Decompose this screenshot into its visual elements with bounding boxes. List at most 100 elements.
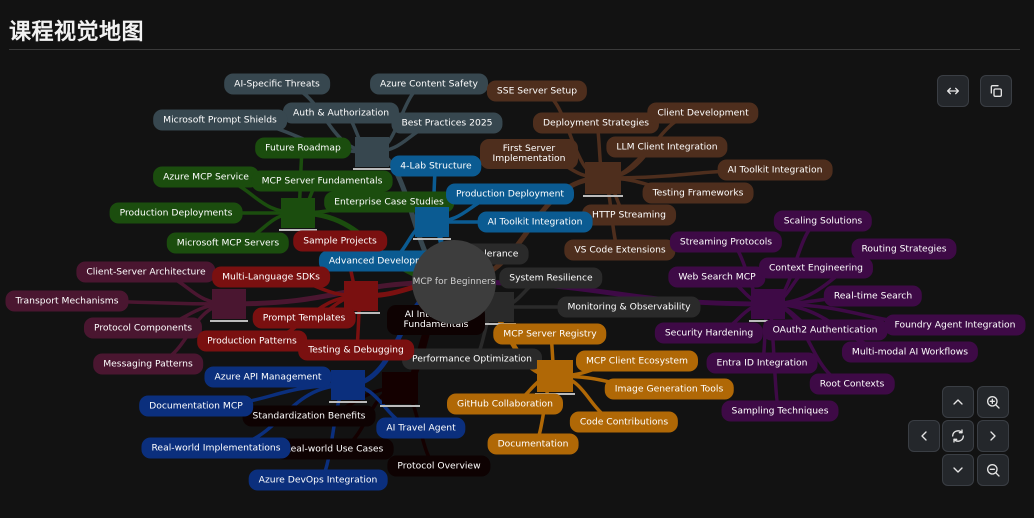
branch-hub-underline — [329, 401, 367, 403]
mind-map-node[interactable]: Multi-modal AI Workflows — [841, 341, 979, 363]
pan-right-button[interactable] — [977, 420, 1009, 452]
branch-hub-case-studies-navy[interactable] — [331, 370, 365, 400]
mind-map-node[interactable]: Web Search MCP — [668, 266, 766, 288]
chevron-up-icon — [953, 399, 963, 405]
mind-map-node[interactable]: Routing Strategies — [851, 238, 957, 260]
page-title: 课程视觉地图 — [9, 20, 145, 45]
mind-map-node[interactable]: Context Engineering — [758, 257, 874, 279]
expand-icon — [947, 87, 959, 95]
pan-up-button[interactable] — [942, 386, 974, 418]
expand-button[interactable] — [937, 75, 969, 107]
mind-map-node[interactable]: Entra ID Integration — [706, 352, 818, 374]
mind-map-node[interactable]: Testing & Debugging — [298, 339, 414, 361]
mind-map-node[interactable]: Production Patterns — [197, 330, 307, 352]
mind-map-node[interactable]: System Resilience — [499, 267, 603, 289]
mind-map-node[interactable]: AI Toolkit Integration — [717, 159, 833, 181]
copy-icon — [990, 85, 1002, 97]
mind-map-node[interactable]: VS Code Extensions — [564, 239, 676, 261]
title-divider — [9, 49, 1020, 50]
branch-hub-underline — [413, 238, 451, 240]
mind-map-node[interactable]: Image Generation Tools — [604, 378, 734, 400]
mind-map-node[interactable]: 4-Lab Structure — [390, 155, 482, 177]
mind-map-node[interactable]: LLM Client Integration — [606, 136, 728, 158]
mind-map-node[interactable]: Prompt Templates — [252, 307, 356, 329]
zoom-out-icon — [987, 464, 1000, 477]
zoom-in-icon — [987, 396, 1000, 409]
mind-map-node[interactable]: AI Toolkit Integration — [477, 211, 593, 233]
mind-map-node[interactable]: SSE Server Setup — [486, 80, 588, 102]
branch-hub-core-concepts[interactable] — [212, 289, 246, 319]
mind-map-node[interactable]: Protocol Components — [83, 317, 203, 339]
copy-button[interactable] — [980, 75, 1012, 107]
reset-icon — [952, 429, 964, 443]
branch-hub-underline — [342, 312, 380, 314]
mind-map-node[interactable]: Future Roadmap — [255, 137, 351, 159]
branch-hub-underline — [210, 320, 248, 322]
mind-map-node[interactable]: Documentation MCP — [139, 395, 253, 417]
mind-map-node[interactable]: OAuth2 Authentication — [762, 319, 888, 341]
mind-map-node[interactable]: MCP Client Ecosystem — [575, 350, 699, 372]
branch-hub-underline — [380, 405, 420, 407]
mind-map-node[interactable]: Streaming Protocols — [669, 231, 783, 253]
mind-map-node[interactable]: Auth & Authorization — [282, 102, 400, 124]
zoom-out-button[interactable] — [977, 454, 1009, 486]
mind-map-node[interactable]: Code Contributions — [569, 411, 679, 433]
mind-map-node[interactable]: Testing Frameworks — [642, 182, 754, 204]
center-node[interactable]: MCP for Beginners — [412, 240, 496, 324]
branch-hub-underline — [353, 168, 391, 170]
branch-hub-best-practices-red[interactable] — [344, 281, 378, 311]
mind-map-node[interactable]: Messaging Patterns — [93, 353, 203, 375]
mind-map-node[interactable]: MCP Server Registry — [493, 323, 607, 345]
mind-map-node[interactable]: GitHub Collaboration — [447, 393, 563, 415]
mind-map-node[interactable]: Microsoft MCP Servers — [166, 232, 290, 254]
mind-map-node[interactable]: Sampling Techniques — [721, 400, 839, 422]
mind-map-node[interactable]: Security Hardening — [654, 322, 764, 344]
mind-map-node[interactable]: AI-Specific Threats — [224, 73, 330, 95]
chevron-down-icon — [953, 467, 963, 473]
mind-map-node[interactable]: HTTP Streaming — [582, 204, 676, 226]
pan-down-button[interactable] — [942, 454, 974, 486]
mind-map-node[interactable]: Real-world Implementations — [141, 437, 291, 459]
chevron-right-icon — [990, 431, 996, 441]
branch-hub-azure-green[interactable] — [281, 198, 315, 228]
mind-map-node[interactable]: Microsoft Prompt Shields — [153, 109, 287, 131]
mind-map-node[interactable]: Client Development — [647, 102, 759, 124]
mind-map-node[interactable]: Azure MCP Service — [153, 166, 259, 188]
mind-map-node[interactable]: Transport Mechanisms — [5, 290, 129, 312]
mind-map-node[interactable]: Documentation — [487, 433, 579, 455]
branch-hub-security[interactable] — [355, 137, 389, 167]
mind-map-node[interactable]: Deployment Strategies — [532, 112, 660, 134]
branch-hub-labs-blue[interactable] — [415, 207, 449, 237]
mind-map-node[interactable]: Client-Server Architecture — [76, 261, 216, 283]
mind-map-node[interactable]: Scaling Solutions — [773, 210, 873, 232]
mind-map-node[interactable]: Root Contexts — [809, 373, 895, 395]
mind-map-node[interactable]: Monitoring & Observability — [557, 296, 701, 318]
branch-hub-integration-black[interactable] — [382, 372, 418, 404]
mind-map-node[interactable]: AI Travel Agent — [376, 417, 466, 439]
mind-map-node[interactable]: Azure Content Safety — [370, 73, 488, 95]
mind-map-node[interactable]: Multi-Language SDKs — [212, 266, 330, 288]
mind-map-node[interactable]: Protocol Overview — [387, 455, 491, 477]
mind-map-node[interactable]: Best Practices 2025 — [391, 112, 503, 134]
branch-hub-deployment-top[interactable] — [585, 162, 621, 194]
branch-hub-underline — [583, 195, 623, 197]
mind-map-node[interactable]: Performance Optimization — [402, 348, 542, 370]
mind-map-node[interactable]: Foundry Agent Integration — [884, 314, 1026, 336]
mind-map-node[interactable]: Azure DevOps Integration — [248, 469, 388, 491]
mind-map-node[interactable]: MCP Server Fundamentals — [251, 170, 393, 192]
mind-map-node[interactable]: Azure API Management — [204, 366, 332, 388]
mind-map-node[interactable]: Production Deployment — [446, 183, 574, 205]
branch-hub-advanced-purple[interactable] — [751, 289, 785, 319]
mind-map-node[interactable]: Standardization Benefits — [242, 405, 376, 427]
mind-map-node[interactable]: First Server Implementation — [480, 139, 578, 169]
zoom-in-button[interactable] — [977, 386, 1009, 418]
mind-map-node[interactable]: Real-time Search — [823, 285, 923, 307]
branch-hub-community-orange[interactable] — [537, 360, 573, 392]
mind-map-node[interactable]: Production Deployments — [109, 202, 243, 224]
chevron-left-icon — [921, 431, 927, 441]
mind-map-node[interactable]: Sample Projects — [293, 230, 387, 252]
reset-view-button[interactable] — [942, 420, 974, 452]
branch-hub-underline — [279, 229, 317, 231]
pan-left-button[interactable] — [908, 420, 940, 452]
mind-map-node[interactable]: Real-world Use Cases — [274, 438, 394, 460]
